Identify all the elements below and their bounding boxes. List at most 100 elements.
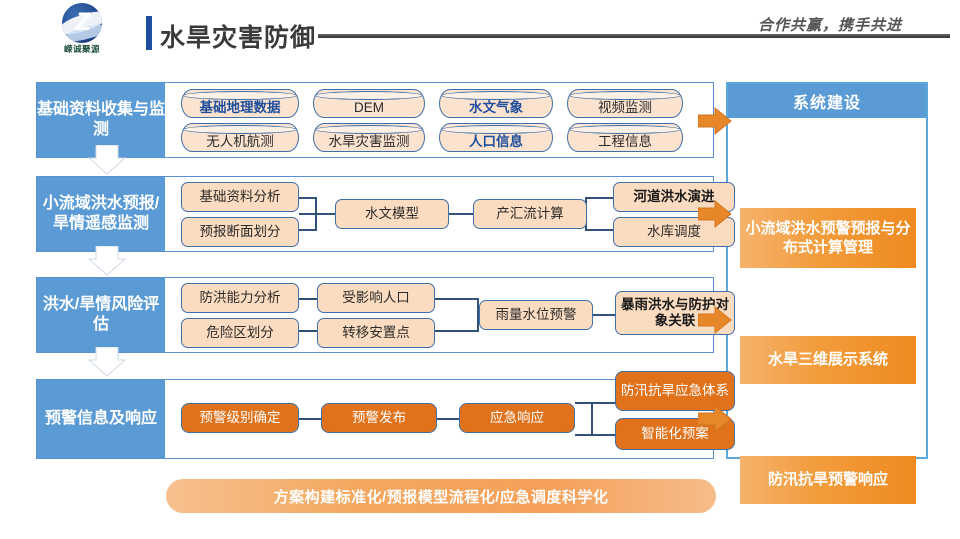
panel-item-label: 水旱三维展示系统	[767, 351, 888, 369]
node-uav-survey[interactable]: 无人机航测	[181, 123, 299, 152]
node-relocation-site[interactable]: 转移安置点	[317, 318, 435, 348]
connector-v	[591, 402, 593, 435]
header-slogan: 合作共赢，携手共进	[757, 17, 902, 34]
node-basic-data-analysis[interactable]: 基础资料分析	[181, 182, 299, 212]
connector-h	[435, 330, 479, 332]
system-construction-panel: 系统建设 小流域洪水预警预报与分布式计算管理 水旱三维展示系统 防汛抗旱预警响应	[726, 82, 928, 504]
section-warning-response: 预警信息及响应 预警级别确定 预警发布 应急响应 防汛抗旱应急体系 智能化预案	[36, 371, 735, 459]
connector-h	[299, 197, 317, 199]
node-basic-geo-data[interactable]: 基础地理数据	[181, 89, 299, 118]
title-rule	[318, 34, 950, 38]
node-label: 转移安置点	[342, 325, 410, 341]
connector-h	[299, 418, 321, 420]
node-reservoir-dispatch[interactable]: 水库调度	[613, 217, 735, 247]
node-flood-drought-monitoring[interactable]: 水旱灾害监测	[313, 123, 425, 152]
node-label: 危险区划分	[206, 325, 274, 341]
node-flood-drought-emergency-system[interactable]: 防汛抗旱应急体系	[615, 371, 735, 411]
node-smart-contingency-plan[interactable]: 智能化预案	[615, 418, 735, 450]
node-emergency-response[interactable]: 应急响应	[459, 403, 575, 433]
node-video-monitoring[interactable]: 视频监测	[567, 89, 683, 118]
section-label-risk-assessment: 洪水/旱情风险评估	[37, 278, 165, 352]
connector-h	[435, 298, 479, 300]
connector-h	[299, 330, 317, 332]
connector-v	[315, 197, 317, 230]
connector-h	[299, 298, 317, 300]
connector-h	[299, 213, 337, 215]
node-hazard-zone-division[interactable]: 危险区划分	[181, 318, 299, 348]
node-label: 人口信息	[469, 133, 523, 149]
title-accent-bar	[146, 16, 152, 50]
node-hydrological-model[interactable]: 水文模型	[335, 199, 449, 229]
connector-h	[447, 213, 475, 215]
flow-arrow-right-4	[697, 404, 732, 434]
node-label: 水文模型	[365, 206, 419, 222]
panel-item-label: 防汛抗旱预警响应	[767, 471, 888, 489]
section-risk-assessment: 洪水/旱情风险评估 防洪能力分析 危险区划分 受影响人口 转移安置点 雨量水位预…	[36, 277, 735, 353]
node-label: 基础资料分析	[199, 189, 281, 205]
node-label: 预警级别确定	[199, 410, 281, 426]
node-label: 防洪能力分析	[199, 290, 281, 306]
node-label: 应急响应	[490, 410, 544, 426]
panel-item-label: 小流域洪水预警预报与分布式计算管理	[745, 219, 911, 257]
panel-item-3d-display-system[interactable]: 水旱三维展示系统	[740, 336, 916, 384]
flow-arrow-right-1	[697, 106, 732, 136]
node-label: 水文气象	[469, 99, 523, 115]
connector-h	[437, 418, 459, 420]
node-label: 防汛抗旱应急体系	[621, 383, 729, 399]
node-label: 智能化预案	[641, 426, 709, 442]
section-label-warning-response: 预警信息及响应	[37, 380, 165, 458]
section-body-flood-forecast: 基础资料分析 预报断面划分 水文模型 产汇流计算 河道洪水演进 水库调度	[165, 177, 735, 251]
node-flood-control-capacity[interactable]: 防洪能力分析	[181, 283, 299, 313]
connector-h	[585, 197, 615, 199]
flow-arrow-down-3	[88, 347, 126, 377]
section-body-warning-response: 预警级别确定 预警发布 应急响应 防汛抗旱应急体系 智能化预案	[165, 371, 735, 458]
connector-h	[299, 229, 317, 231]
page-header: Z 嵘诚聚源 水旱灾害防御 合作共赢，携手共进	[0, 0, 960, 58]
company-logo: Z 嵘诚聚源	[45, 3, 119, 55]
node-affected-population[interactable]: 受影响人口	[317, 283, 435, 313]
flow-arrow-down-1	[88, 145, 126, 175]
section-flood-forecast: 小流域洪水预报/旱情遥感监测 基础资料分析 预报断面划分 水文模型 产汇流计算 …	[36, 176, 735, 252]
logo-letter-z: Z	[75, 8, 91, 36]
connector-h	[593, 314, 615, 316]
node-label: 水库调度	[647, 224, 701, 240]
node-label: 视频监测	[598, 99, 652, 115]
node-label: 暴雨洪水与防护对象关联	[621, 297, 729, 328]
section-body-data-collection: 基础地理数据 DEM 水文气象 视频监测 无人机航测 水旱灾害监测 人口信息 工…	[165, 83, 713, 157]
flow-arrow-right-2	[697, 199, 732, 229]
node-label: 无人机航测	[206, 133, 274, 149]
connector-h	[575, 434, 615, 436]
node-forecast-section-division[interactable]: 预报断面划分	[181, 217, 299, 247]
logo-company-name: 嵘诚聚源	[63, 44, 100, 54]
connector-h	[575, 402, 615, 404]
section-body-risk-assessment: 防洪能力分析 危险区划分 受影响人口 转移安置点 雨量水位预警 暴雨洪水与防护对…	[165, 278, 735, 352]
node-label: 产汇流计算	[496, 206, 564, 222]
node-label: 水旱灾害监测	[328, 133, 410, 149]
connector-v	[477, 298, 479, 331]
node-warning-release[interactable]: 预警发布	[321, 403, 437, 433]
node-label: 工程信息	[598, 133, 652, 149]
panel-title: 系统建设	[728, 84, 926, 118]
node-label: 基础地理数据	[199, 99, 281, 115]
node-label: 预警发布	[352, 410, 406, 426]
node-dem[interactable]: DEM	[313, 89, 425, 118]
section-data-collection: 基础资料收集与监测 基础地理数据 DEM 水文气象 视频监测 无人机航测 水旱灾…	[36, 82, 714, 158]
node-label: 受影响人口	[342, 290, 410, 306]
panel-item-flood-warning-system[interactable]: 小流域洪水预警预报与分布式计算管理	[740, 208, 916, 268]
section-label-flood-forecast: 小流域洪水预报/旱情遥感监测	[37, 177, 165, 251]
node-population-info[interactable]: 人口信息	[439, 123, 553, 152]
node-label: 雨量水位预警	[495, 307, 577, 323]
logo-emblem-icon: Z	[62, 3, 102, 43]
node-engineering-info[interactable]: 工程信息	[567, 123, 683, 152]
node-runoff-calculation[interactable]: 产汇流计算	[473, 199, 587, 229]
flow-arrow-down-2	[88, 246, 126, 276]
connector-h	[585, 229, 615, 231]
node-hydro-meteorology[interactable]: 水文气象	[439, 89, 553, 118]
node-warning-level[interactable]: 预警级别确定	[181, 403, 299, 433]
flow-arrow-right-3	[697, 305, 732, 335]
node-rain-water-level-warning[interactable]: 雨量水位预警	[479, 300, 593, 330]
bottom-banner: 方案构建标准化/预报模型流程化/应急调度科学化	[166, 479, 716, 513]
page-title: 水旱灾害防御	[160, 24, 317, 52]
panel-item-emergency-warning-response[interactable]: 防汛抗旱预警响应	[740, 456, 916, 504]
node-label: 预报断面划分	[199, 224, 281, 240]
